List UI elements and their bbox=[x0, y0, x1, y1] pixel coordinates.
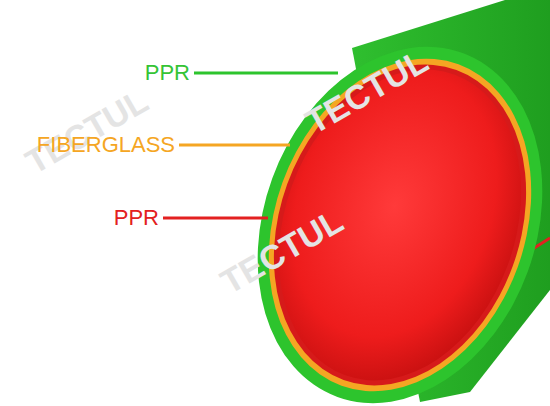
part-label: FIBERGLASS bbox=[37, 134, 175, 156]
leader-line bbox=[194, 72, 338, 75]
outer-ppr-layer bbox=[210, 7, 550, 406]
watermark: TECTUL bbox=[20, 83, 153, 179]
leader-line bbox=[163, 217, 268, 220]
part-label: PPR bbox=[145, 62, 190, 84]
fiberglass-layer bbox=[224, 22, 550, 406]
leader-line bbox=[179, 144, 290, 147]
inner-ppr-layer bbox=[231, 29, 550, 406]
part-label: PPR bbox=[114, 207, 159, 229]
pipe-bore bbox=[237, 35, 550, 406]
